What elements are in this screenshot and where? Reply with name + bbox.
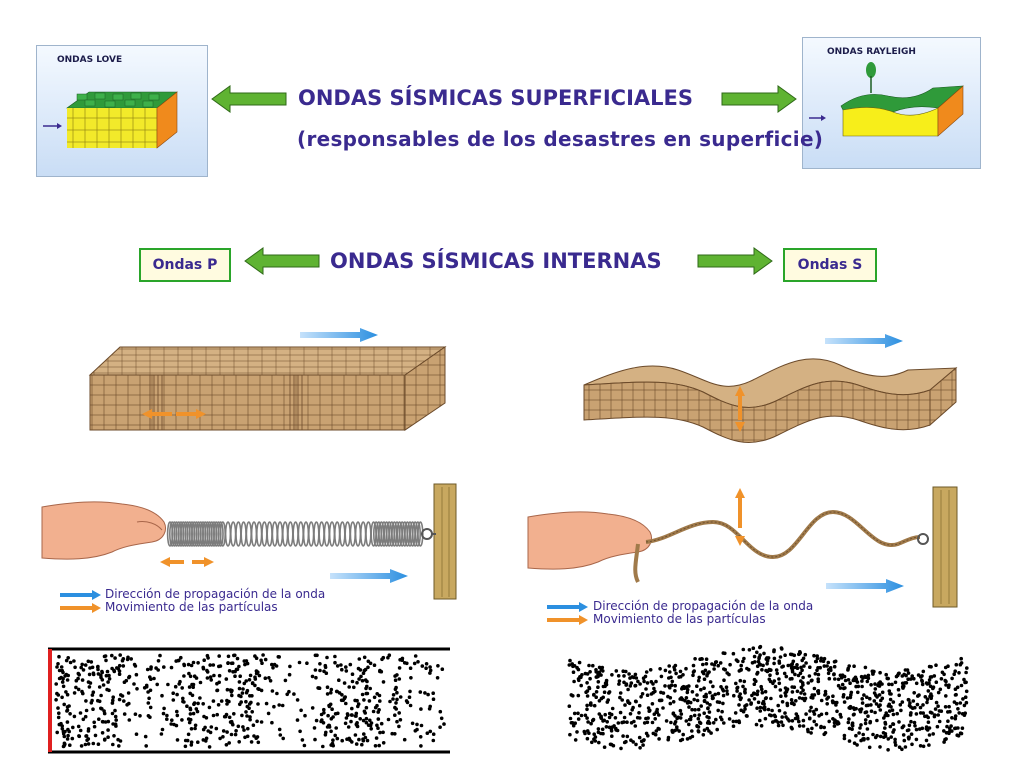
p-spring-illustration <box>41 483 457 600</box>
tree-icon <box>866 62 876 78</box>
p-particle-arrows <box>142 409 206 419</box>
legend-s-particles: Movimiento de las partículas <box>593 612 766 626</box>
legend-s-orange-arrow <box>547 615 588 625</box>
love-wave-label: ONDAS LOVE <box>57 55 123 65</box>
legend-p-blue-arrow <box>60 590 101 600</box>
love-wave-panel: ONDAS LOVE <box>36 45 208 177</box>
s-particle-arrow <box>735 386 745 432</box>
green-arrow-right-internal <box>697 247 773 275</box>
s-wave-block <box>583 358 958 443</box>
green-arrow-right-surface <box>721 85 797 113</box>
s-rope-illustration <box>527 486 958 608</box>
p-wave-particle-field <box>48 647 450 754</box>
legend-p-particles: Movimiento de las partículas <box>105 600 278 614</box>
surface-waves-subtitle: (responsables de los desastres en superf… <box>297 127 824 151</box>
green-arrow-left-surface <box>211 85 287 113</box>
s-waves-box: Ondas S <box>783 248 877 282</box>
rayleigh-wave-illustration <box>809 62 964 137</box>
legend-s-propagation: Dirección de propagación de la onda <box>593 599 814 613</box>
hand-icon-right <box>527 511 652 570</box>
rayleigh-wave-label: ONDAS RAYLEIGH <box>827 47 916 57</box>
wood-post-right <box>932 486 958 608</box>
hand-icon-left <box>41 501 166 560</box>
wood-post-left <box>433 483 457 600</box>
s-propagation-arrow-top <box>825 334 903 348</box>
rayleigh-wave-panel: ONDAS RAYLEIGH <box>802 37 981 169</box>
love-wave-illustration <box>43 91 178 149</box>
internal-waves-title: ONDAS SÍSMICAS INTERNAS <box>330 249 662 273</box>
p-wave-block <box>88 346 447 431</box>
s-waves-label: Ondas S <box>797 257 863 273</box>
green-arrow-left-internal <box>244 247 320 275</box>
p-waves-label: Ondas P <box>152 257 218 273</box>
legend-p-propagation: Dirección de propagación de la onda <box>105 587 326 601</box>
p-waves-box: Ondas P <box>139 248 231 282</box>
rope <box>645 509 921 560</box>
p-propagation-arrow-spring <box>330 569 408 583</box>
s-propagation-arrow-rope <box>826 579 904 593</box>
s-wave-particle-field <box>567 644 969 752</box>
legend-p-orange-arrow <box>60 603 101 613</box>
p-propagation-arrow <box>300 328 378 342</box>
spring-coils <box>166 521 424 547</box>
surface-waves-title: ONDAS SÍSMICAS SUPERFICIALES <box>298 86 693 110</box>
legend-s-blue-arrow <box>547 602 588 612</box>
